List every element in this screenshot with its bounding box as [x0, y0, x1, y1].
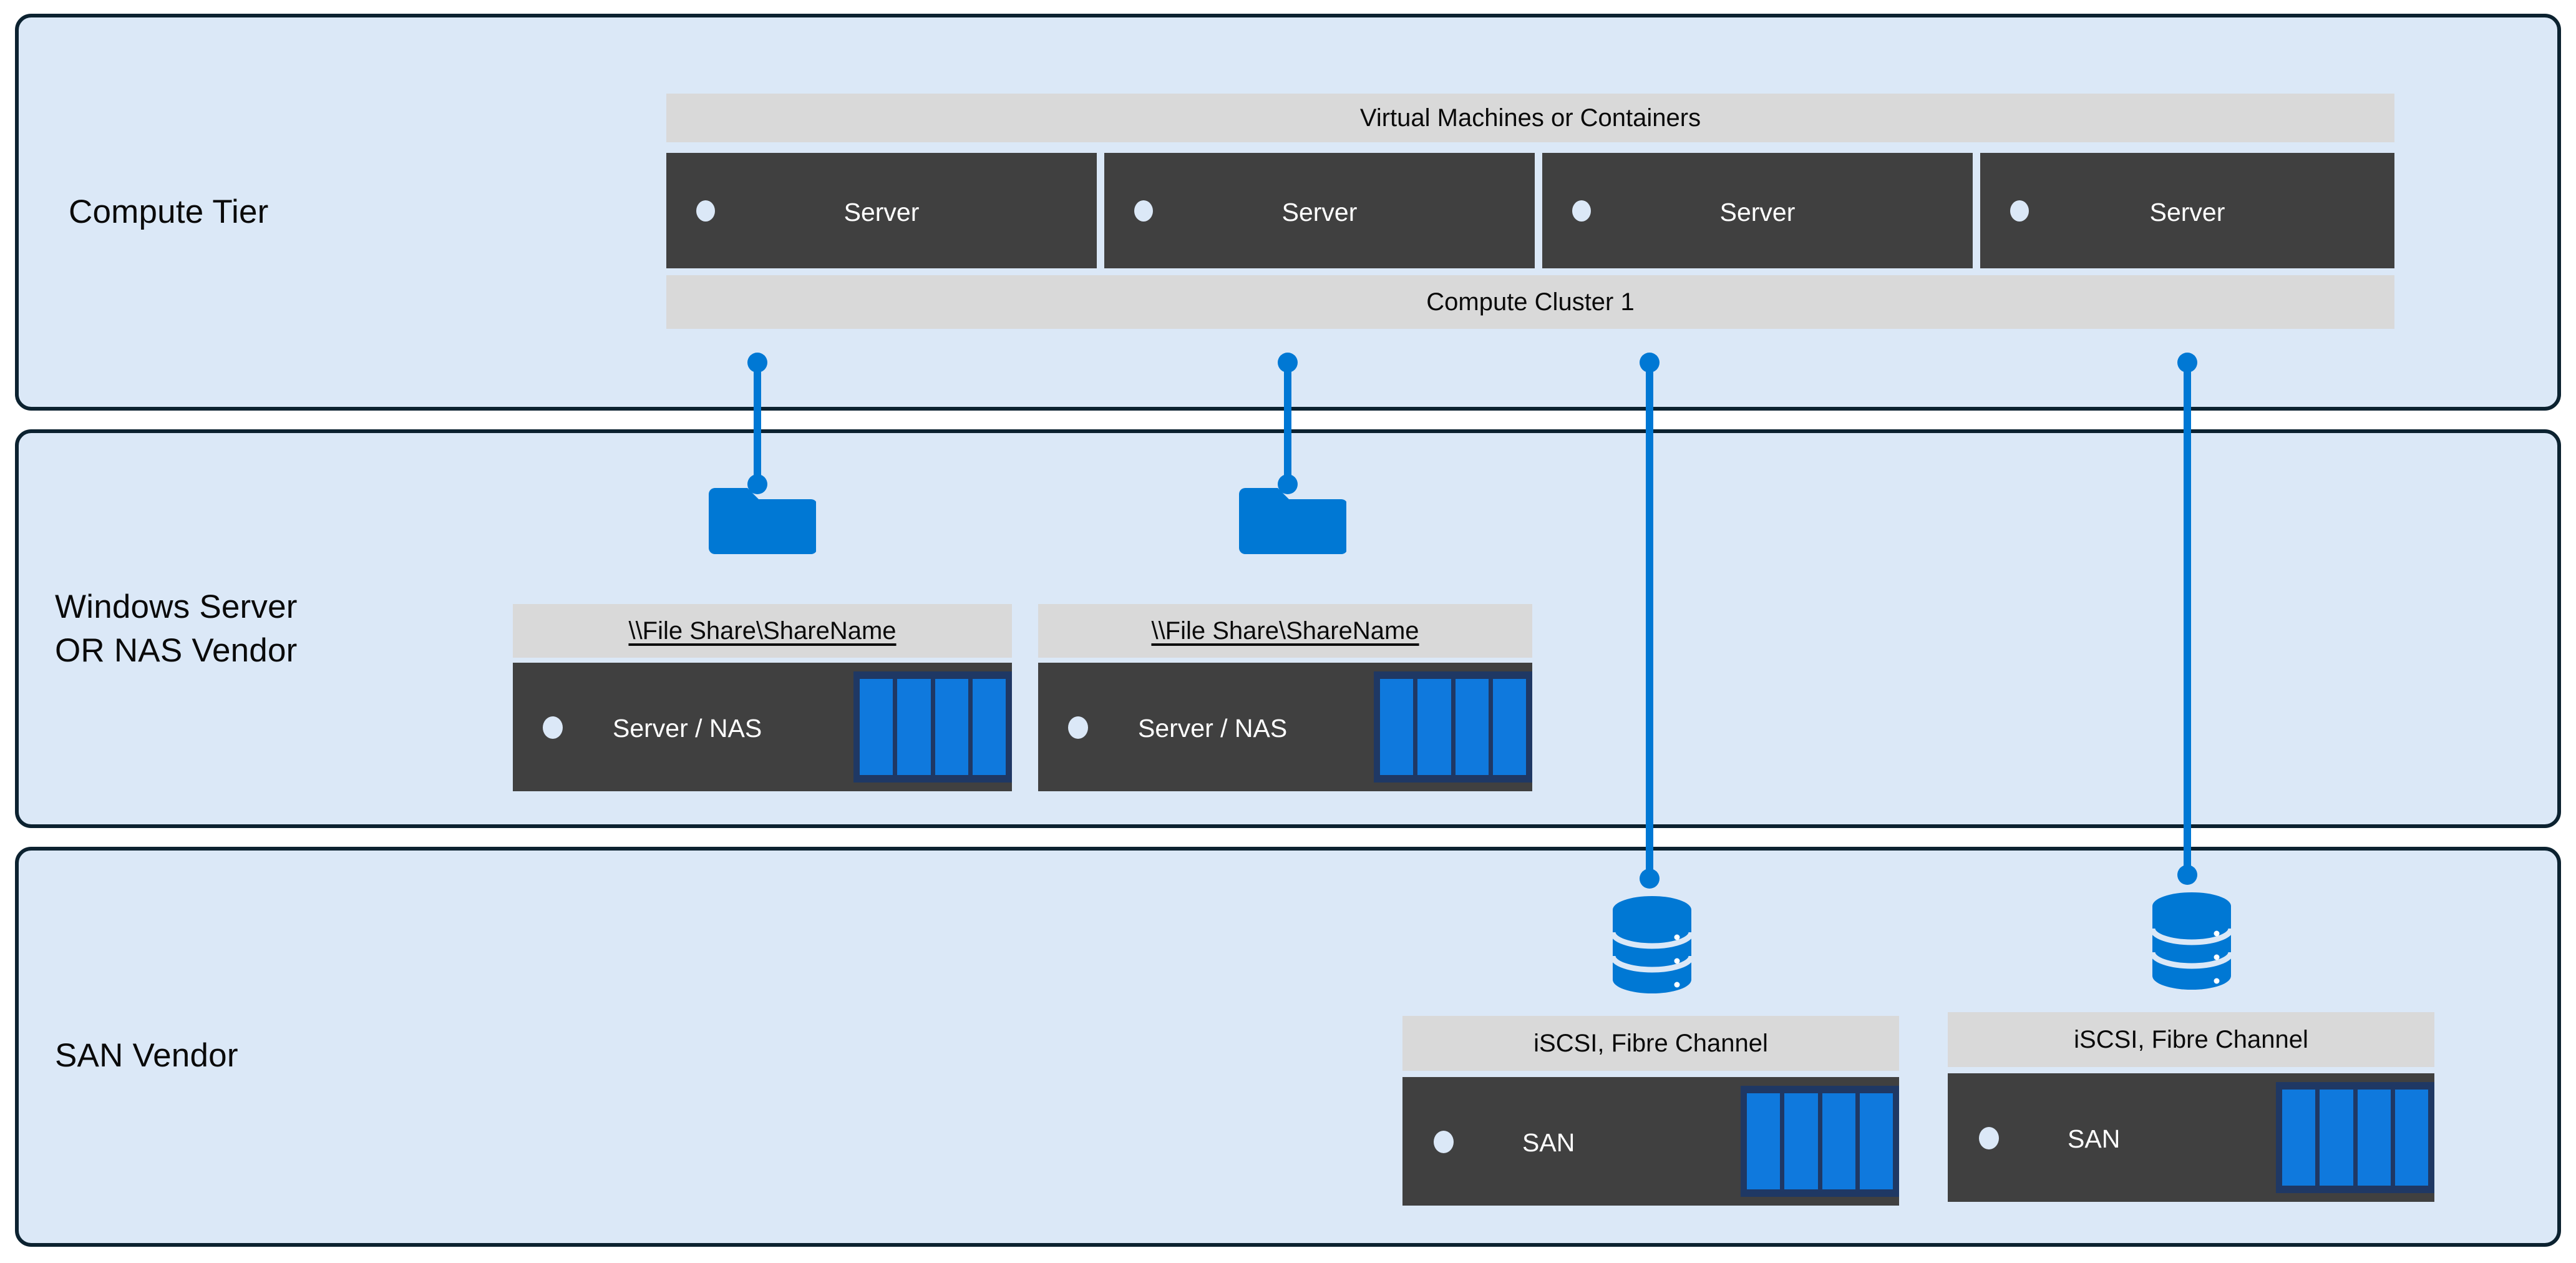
disk-bay [935, 679, 968, 775]
database-cylinder-icon [1610, 896, 1694, 993]
disk-bay [1380, 679, 1414, 775]
disk-bay [1417, 679, 1451, 775]
disk-array-icon [853, 671, 1012, 783]
disk-bay [1784, 1093, 1818, 1189]
san-device-1-label: SAN [1522, 1128, 1575, 1157]
connector-endpoint-dot [2177, 865, 2197, 885]
connector-endpoint-dot [747, 474, 767, 494]
status-led-icon [543, 716, 563, 739]
status-led-icon [1979, 1127, 1999, 1149]
file-share-device-1[interactable]: Server / NAS [513, 663, 1012, 791]
connector-endpoint-dot [1278, 353, 1298, 373]
folder-icon [709, 488, 816, 554]
connector-endpoint-dot [1640, 869, 1660, 889]
compute-server-2[interactable]: Server [1104, 153, 1535, 268]
status-led-icon [2010, 200, 2029, 222]
caption-compute-cluster: Compute Cluster 1 [666, 275, 2394, 329]
connector-endpoint-dot [2177, 353, 2197, 373]
status-led-icon [1134, 200, 1153, 222]
caption-file-share-2[interactable]: \\File Share\ShareName [1038, 604, 1532, 658]
disk-bay [2357, 1090, 2391, 1186]
caption-file-share-2-text: \\File Share\ShareName [1151, 617, 1419, 645]
connector-server1-fileshare1 [754, 361, 761, 485]
status-led-icon [1068, 716, 1088, 739]
disk-array-icon [1374, 671, 1532, 783]
compute-server-3[interactable]: Server [1542, 153, 1973, 268]
tier-label-file: Windows Server OR NAS Vendor [55, 588, 298, 669]
connector-endpoint-dot [747, 353, 767, 373]
file-share-device-2[interactable]: Server / NAS [1038, 663, 1532, 791]
disk-bay [1747, 1093, 1781, 1189]
connector-endpoint-dot [1278, 474, 1298, 494]
tier-label-san: SAN Vendor [55, 1037, 238, 1074]
caption-san-1: iSCSI, Fibre Channel [1402, 1016, 1899, 1071]
disk-bay [2320, 1090, 2353, 1186]
caption-file-share-1[interactable]: \\File Share\ShareName [513, 604, 1012, 658]
caption-virtual-machines: Virtual Machines or Containers [666, 94, 2394, 142]
caption-file-share-1-text: \\File Share\ShareName [628, 617, 897, 645]
disk-bay [897, 679, 931, 775]
compute-server-3-label: Server [1719, 198, 1796, 227]
san-device-1[interactable]: SAN [1402, 1077, 1899, 1206]
folder-icon [1239, 488, 1346, 554]
disk-bay [2394, 1090, 2428, 1186]
database-cylinder-icon [2149, 892, 2234, 990]
connector-server3-san1 [1646, 361, 1653, 879]
disk-array-icon [2276, 1082, 2434, 1193]
san-device-2[interactable]: SAN [1948, 1073, 2434, 1202]
tier-label-compute: Compute Tier [69, 193, 269, 230]
disk-array-icon [1741, 1086, 1899, 1197]
connector-server4-san2 [2184, 361, 2191, 874]
connector-server2-fileshare2 [1284, 361, 1291, 485]
caption-san-2-text: iSCSI, Fibre Channel [2074, 1025, 2308, 1053]
caption-virtual-machines-text: Virtual Machines or Containers [1359, 104, 1701, 132]
disk-bay [1492, 679, 1526, 775]
compute-server-2-label: Server [1281, 198, 1358, 227]
disk-bay [2282, 1090, 2316, 1186]
caption-san-2: iSCSI, Fibre Channel [1948, 1012, 2434, 1067]
caption-compute-cluster-text: Compute Cluster 1 [1426, 288, 1635, 316]
file-share-device-1-label: Server / NAS [613, 714, 762, 743]
disk-bay [1822, 1093, 1855, 1189]
file-share-device-2-label: Server / NAS [1138, 714, 1288, 743]
disk-bay [972, 679, 1006, 775]
disk-bay [1455, 679, 1489, 775]
status-led-icon [1572, 200, 1591, 222]
disk-bay [860, 679, 893, 775]
status-led-icon [696, 200, 715, 222]
disk-bay [1859, 1093, 1893, 1189]
compute-server-4-label: Server [2149, 198, 2225, 227]
compute-server-1[interactable]: Server [666, 153, 1097, 268]
compute-server-4[interactable]: Server [1980, 153, 2394, 268]
status-led-icon [1434, 1131, 1454, 1153]
connector-endpoint-dot [1640, 353, 1660, 373]
caption-san-1-text: iSCSI, Fibre Channel [1533, 1029, 1768, 1057]
san-device-2-label: SAN [2068, 1124, 2121, 1153]
compute-server-1-label: Server [843, 198, 920, 227]
